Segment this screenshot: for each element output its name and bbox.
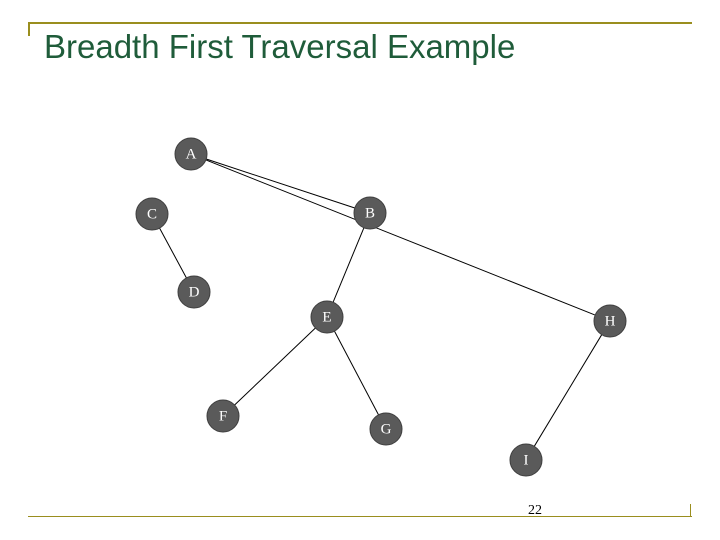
node-circle-g[interactable]: [369, 412, 403, 446]
node-circle-d[interactable]: [177, 275, 211, 309]
top-divider-rule: [28, 22, 692, 24]
node-label-d: D: [189, 284, 200, 300]
node-label-h: H: [605, 313, 616, 329]
node-circle-c[interactable]: [135, 197, 169, 231]
edge-group: [159, 158, 603, 447]
tree-edge-c-d: [159, 227, 187, 279]
node-circle-a[interactable]: [174, 137, 208, 171]
tree-node-c[interactable]: C: [135, 197, 169, 231]
node-label-e: E: [322, 309, 331, 325]
tree-node-h[interactable]: H: [593, 304, 627, 338]
tree-edge-a-h: [205, 159, 596, 316]
node-circle-e[interactable]: [310, 300, 344, 334]
tree-node-a[interactable]: A: [174, 137, 208, 171]
top-divider-rule-tick: [28, 22, 30, 36]
node-group: A B C D E F G H I: [135, 137, 627, 477]
node-circle-f[interactable]: [206, 399, 240, 433]
page-title: Breadth First Traversal Example: [44, 28, 516, 65]
node-circle-i[interactable]: [509, 443, 543, 477]
bottom-divider-rule: [28, 516, 692, 517]
node-circle-h[interactable]: [593, 304, 627, 338]
tree-node-d[interactable]: D: [177, 275, 211, 309]
tree-edge-e-g: [334, 330, 379, 416]
tree-node-e[interactable]: E: [310, 300, 344, 334]
node-circle-b[interactable]: [353, 196, 387, 230]
tree-node-i[interactable]: I: [509, 443, 543, 477]
tree-node-b[interactable]: B: [353, 196, 387, 230]
node-label-g: G: [381, 421, 392, 437]
node-label-f: F: [219, 408, 227, 424]
tree-edge-a-b: [206, 158, 355, 209]
tree-edge-b-e: [332, 227, 365, 303]
page-number: 22: [528, 503, 542, 518]
tree-node-g[interactable]: G: [369, 412, 403, 446]
tree-node-f[interactable]: F: [206, 399, 240, 433]
node-label-c: C: [147, 206, 157, 222]
node-label-i: I: [524, 452, 529, 468]
node-label-a: A: [186, 146, 197, 162]
bottom-divider-rule-tick: [690, 504, 691, 517]
node-label-b: B: [365, 205, 375, 221]
tree-edge-h-i: [533, 334, 603, 447]
tree-edge-e-f: [234, 327, 316, 406]
